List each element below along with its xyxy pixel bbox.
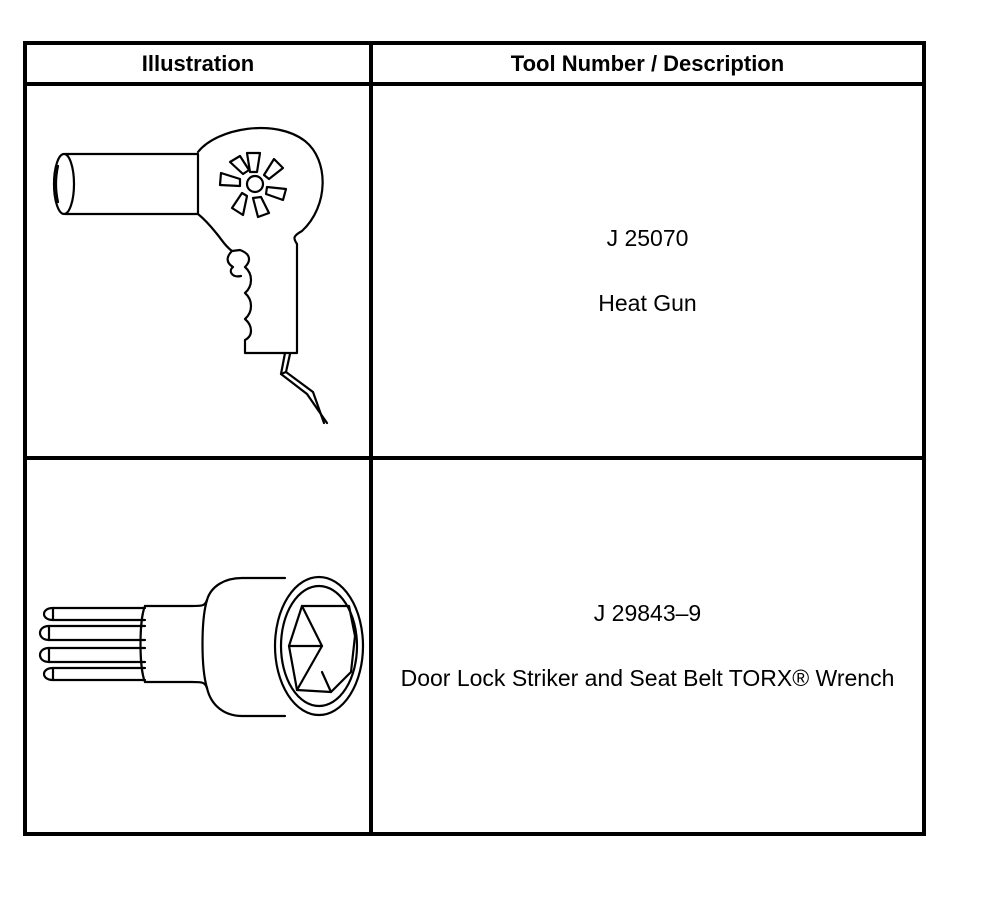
illustration-cell (23, 456, 373, 836)
torx-wrench-icon (38, 576, 365, 718)
illustration-column-header: Illustration (23, 41, 373, 86)
tool-number: J 25070 (606, 225, 689, 252)
tool-description-column-header: Tool Number / Description (369, 41, 926, 86)
table-row: J 29843–9 Door Lock Striker and Seat Bel… (23, 456, 926, 836)
illustration-cell (23, 81, 373, 461)
tool-description-cell: J 25070 Heat Gun (369, 81, 926, 461)
tool-name: Door Lock Striker and Seat Belt TORX® Wr… (400, 665, 895, 692)
table-row: J 25070 Heat Gun (23, 81, 926, 461)
tool-description-cell: J 29843–9 Door Lock Striker and Seat Bel… (369, 456, 926, 836)
table-header-row: Illustration Tool Number / Description (23, 41, 926, 86)
tool-name: Heat Gun (598, 290, 697, 317)
tool-number: J 29843–9 (593, 600, 702, 627)
special-tools-table: Illustration Tool Number / Description (23, 41, 926, 836)
heat-gun-icon (52, 126, 329, 425)
